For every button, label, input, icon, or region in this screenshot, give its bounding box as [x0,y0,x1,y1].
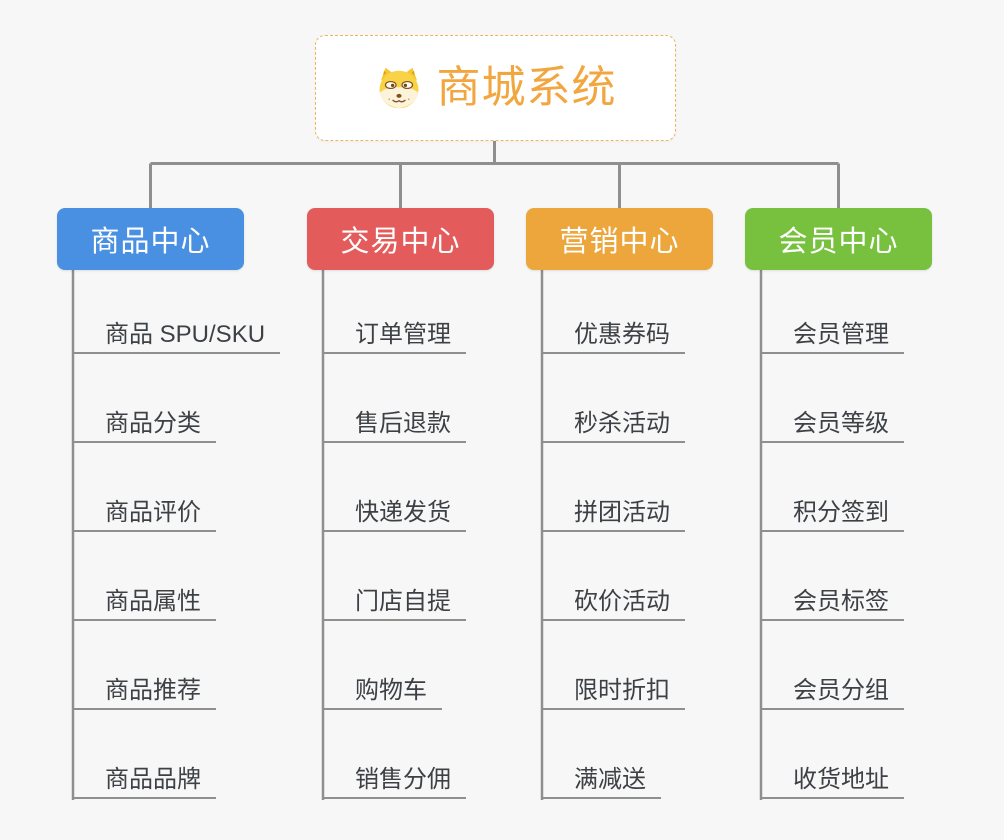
leaf-item[interactable]: 收货地址 [760,759,904,799]
leaf-item[interactable]: 会员分组 [760,670,904,710]
branch-node-trade-center[interactable]: 交易中心 [307,208,494,270]
branch-label: 交易中心 [340,226,461,258]
leaf-label: 门店自提 [355,588,451,615]
leaf-item[interactable]: 快递发货 [322,492,466,532]
leaf-item[interactable]: 会员标签 [760,581,904,621]
leaf-item[interactable]: 会员管理 [760,314,904,354]
leaf-label: 会员等级 [793,410,889,437]
leaf-item[interactable]: 商品 SPU/SKU [72,314,281,354]
leaf-label: 商品评价 [105,499,201,526]
leaf-label: 商品分类 [105,410,201,437]
shiba-dog-icon [379,67,418,109]
leaf-label: 订单管理 [355,321,451,348]
leaf-item[interactable]: 满减送 [541,759,661,799]
branch-node-marketing-center[interactable]: 营销中心 [526,208,713,270]
leaf-label: 商品 SPU/SKU [105,321,266,348]
leaf-label: 优惠券码 [574,321,670,348]
leaf-label: 销售分佣 [355,766,451,793]
leaf-label: 商品属性 [105,588,201,615]
root-title: 商城系统 [436,63,617,112]
leaf-label: 会员管理 [793,321,889,348]
leaf-label: 砍价活动 [574,588,670,615]
leaf-item[interactable]: 订单管理 [322,314,466,354]
leaf-item[interactable]: 秒杀活动 [541,403,685,443]
leaf-label: 拼团活动 [574,499,670,526]
leaf-item[interactable]: 商品分类 [72,403,216,443]
leaf-item[interactable]: 商品推荐 [72,670,216,710]
leaf-label: 商品品牌 [105,766,201,793]
leaf-item[interactable]: 门店自提 [322,581,466,621]
leaf-item[interactable]: 限时折扣 [541,670,685,710]
branch-label: 会员中心 [778,226,899,258]
leaf-item[interactable]: 商品品牌 [72,759,216,799]
leaf-label: 购物车 [355,677,427,704]
leaf-item[interactable]: 商品属性 [72,581,216,621]
leaf-label: 会员分组 [793,677,889,704]
branch-label: 营销中心 [559,226,680,258]
leaf-item[interactable]: 砍价活动 [541,581,685,621]
leaf-item[interactable]: 拼团活动 [541,492,685,532]
leaf-item[interactable]: 积分签到 [760,492,904,532]
leaf-item[interactable]: 商品评价 [72,492,216,532]
branch-label: 商品中心 [90,226,211,258]
leaf-item[interactable]: 优惠券码 [541,314,685,354]
branch-node-product-center[interactable]: 商品中心 [57,208,244,270]
leaf-label: 售后退款 [355,410,451,437]
leaf-item[interactable]: 会员等级 [760,403,904,443]
leaf-item[interactable]: 售后退款 [322,403,466,443]
leaf-label: 会员标签 [793,588,889,615]
leaf-item[interactable]: 销售分佣 [322,759,466,799]
leaf-label: 秒杀活动 [574,410,670,437]
branch-node-member-center[interactable]: 会员中心 [745,208,932,270]
leaf-label: 收货地址 [793,766,889,793]
leaf-label: 商品推荐 [105,677,201,704]
root-node[interactable]: 商城系统 [315,35,676,141]
leaf-label: 限时折扣 [574,677,670,704]
leaf-label: 快递发货 [355,499,451,526]
leaf-label: 满减送 [574,766,646,793]
leaf-label: 积分签到 [793,499,889,526]
leaf-item[interactable]: 购物车 [322,670,442,710]
